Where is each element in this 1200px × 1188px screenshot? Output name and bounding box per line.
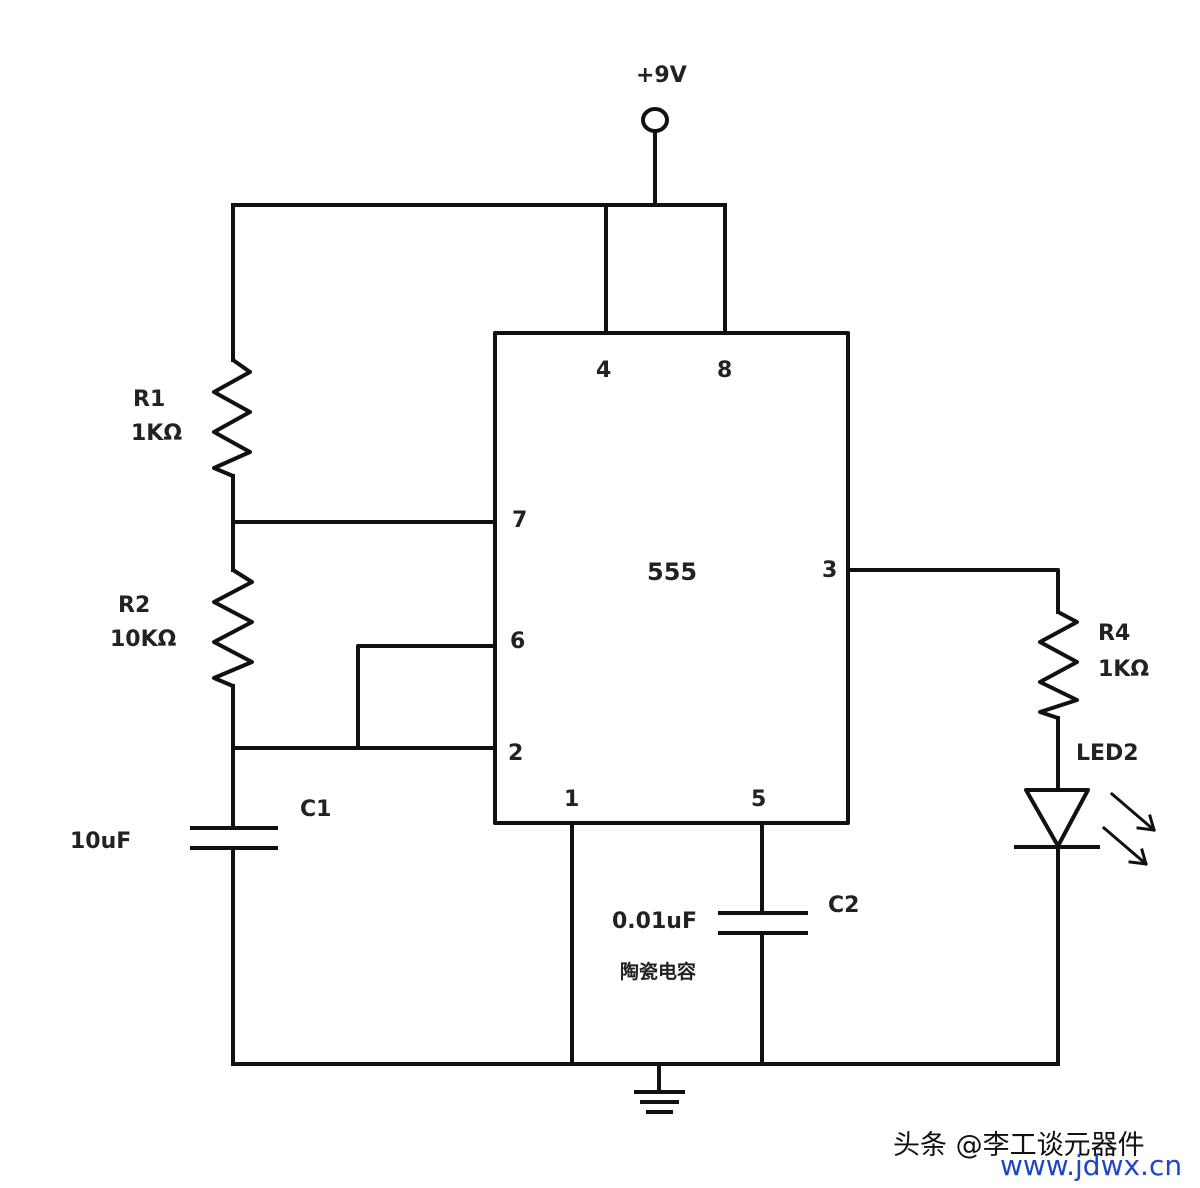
pin1-label: 1 xyxy=(564,787,579,812)
led-light-arrows-icon xyxy=(1101,791,1157,867)
r4-value-label: 1KΩ xyxy=(1098,657,1149,682)
resistor-r2-symbol xyxy=(212,568,254,688)
c2-name-label: C2 xyxy=(828,893,859,918)
led2-symbol xyxy=(1014,788,1100,849)
pin3-output-wire xyxy=(846,568,1060,614)
c1-value-label: 10uF xyxy=(70,829,131,854)
r4-name-label: R4 xyxy=(1098,621,1130,646)
ic-555-body xyxy=(493,331,850,825)
capacitor-c2-symbol xyxy=(718,911,808,935)
c2-value-label: 0.01uF xyxy=(612,909,697,934)
pin6-label: 6 xyxy=(510,629,525,654)
ground-symbol-icon xyxy=(634,1062,685,1114)
r1-value-label: 1KΩ xyxy=(131,421,182,446)
r2-value-label: 10KΩ xyxy=(110,627,177,652)
c2-type-label: 陶瓷电容 xyxy=(620,960,696,983)
pin4-label: 4 xyxy=(596,358,611,383)
r2-name-label: R2 xyxy=(118,593,150,618)
ic-part-label: 555 xyxy=(647,558,697,586)
resistor-r4-symbol xyxy=(1038,610,1079,720)
pin7-label: 7 xyxy=(512,508,527,533)
pin6-wire xyxy=(356,644,497,750)
capacitor-c1-symbol xyxy=(190,826,278,850)
c1-name-label: C1 xyxy=(300,797,331,822)
pin2-label: 2 xyxy=(508,741,523,766)
power-supply-terminal xyxy=(641,107,669,207)
watermark-author: 头条 @李工谈元器件 xyxy=(893,1130,1145,1161)
r1-name-label: R1 xyxy=(133,387,165,412)
watermark-site: www.jdwx.cn xyxy=(1000,1149,1182,1182)
supply-voltage-label: +9V xyxy=(636,63,687,88)
resistor-r1-symbol xyxy=(212,358,252,478)
pin8-label: 8 xyxy=(717,358,732,383)
pin5-label: 5 xyxy=(751,787,766,812)
pin3-label: 3 xyxy=(822,558,837,583)
led2-name-label: LED2 xyxy=(1076,741,1139,766)
